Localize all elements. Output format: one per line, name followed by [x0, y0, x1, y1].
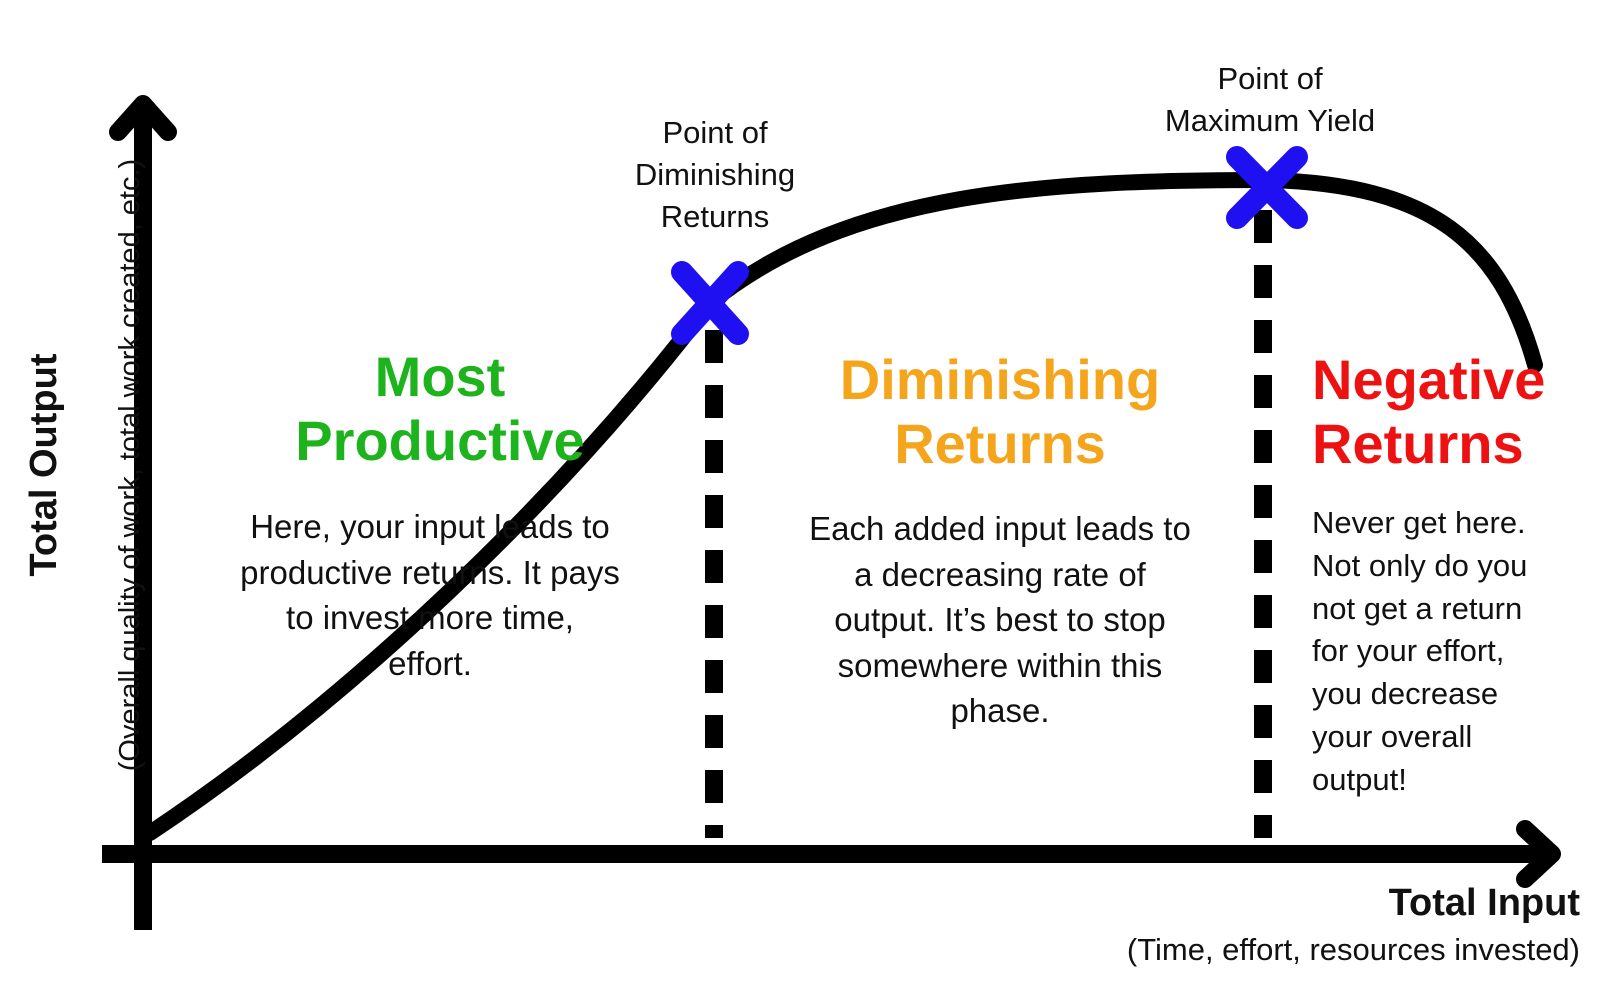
marker-label-maximum-yield: Point of Maximum Yield	[1164, 61, 1376, 139]
x-marker-icon	[671, 261, 749, 345]
zone-title-negative-returns: Negative Returns	[1312, 348, 1546, 476]
output-curve	[142, 171, 1543, 841]
x-axis	[102, 820, 1561, 888]
y-axis	[109, 95, 177, 930]
zone-title-diminishing-returns: Diminishing Returns	[839, 348, 1161, 476]
y-axis-subtitle: (Overall quality of work, total work cre…	[114, 158, 146, 772]
y-axis-title: Total Output	[23, 353, 65, 577]
x-axis-title: Total Input	[1388, 882, 1580, 924]
zone-title-most-productive: Most Productive	[295, 345, 585, 473]
arrow-up-icon	[109, 95, 177, 141]
zone-description-most-productive: Here, your input leads to productive ret…	[240, 508, 620, 682]
x-axis-subtitle: (Time, effort, resources invested)	[1126, 932, 1580, 967]
arrow-right-icon	[1516, 820, 1561, 888]
zone-description-negative-returns: Never get here. Not only do you not get …	[1312, 505, 1528, 797]
marker-label-diminishing-returns: Point of Diminishing Returns	[634, 115, 796, 235]
x-marker-icon	[1226, 146, 1308, 229]
zone-description-diminishing-returns: Each added input leads to a decreasing r…	[809, 510, 1191, 730]
